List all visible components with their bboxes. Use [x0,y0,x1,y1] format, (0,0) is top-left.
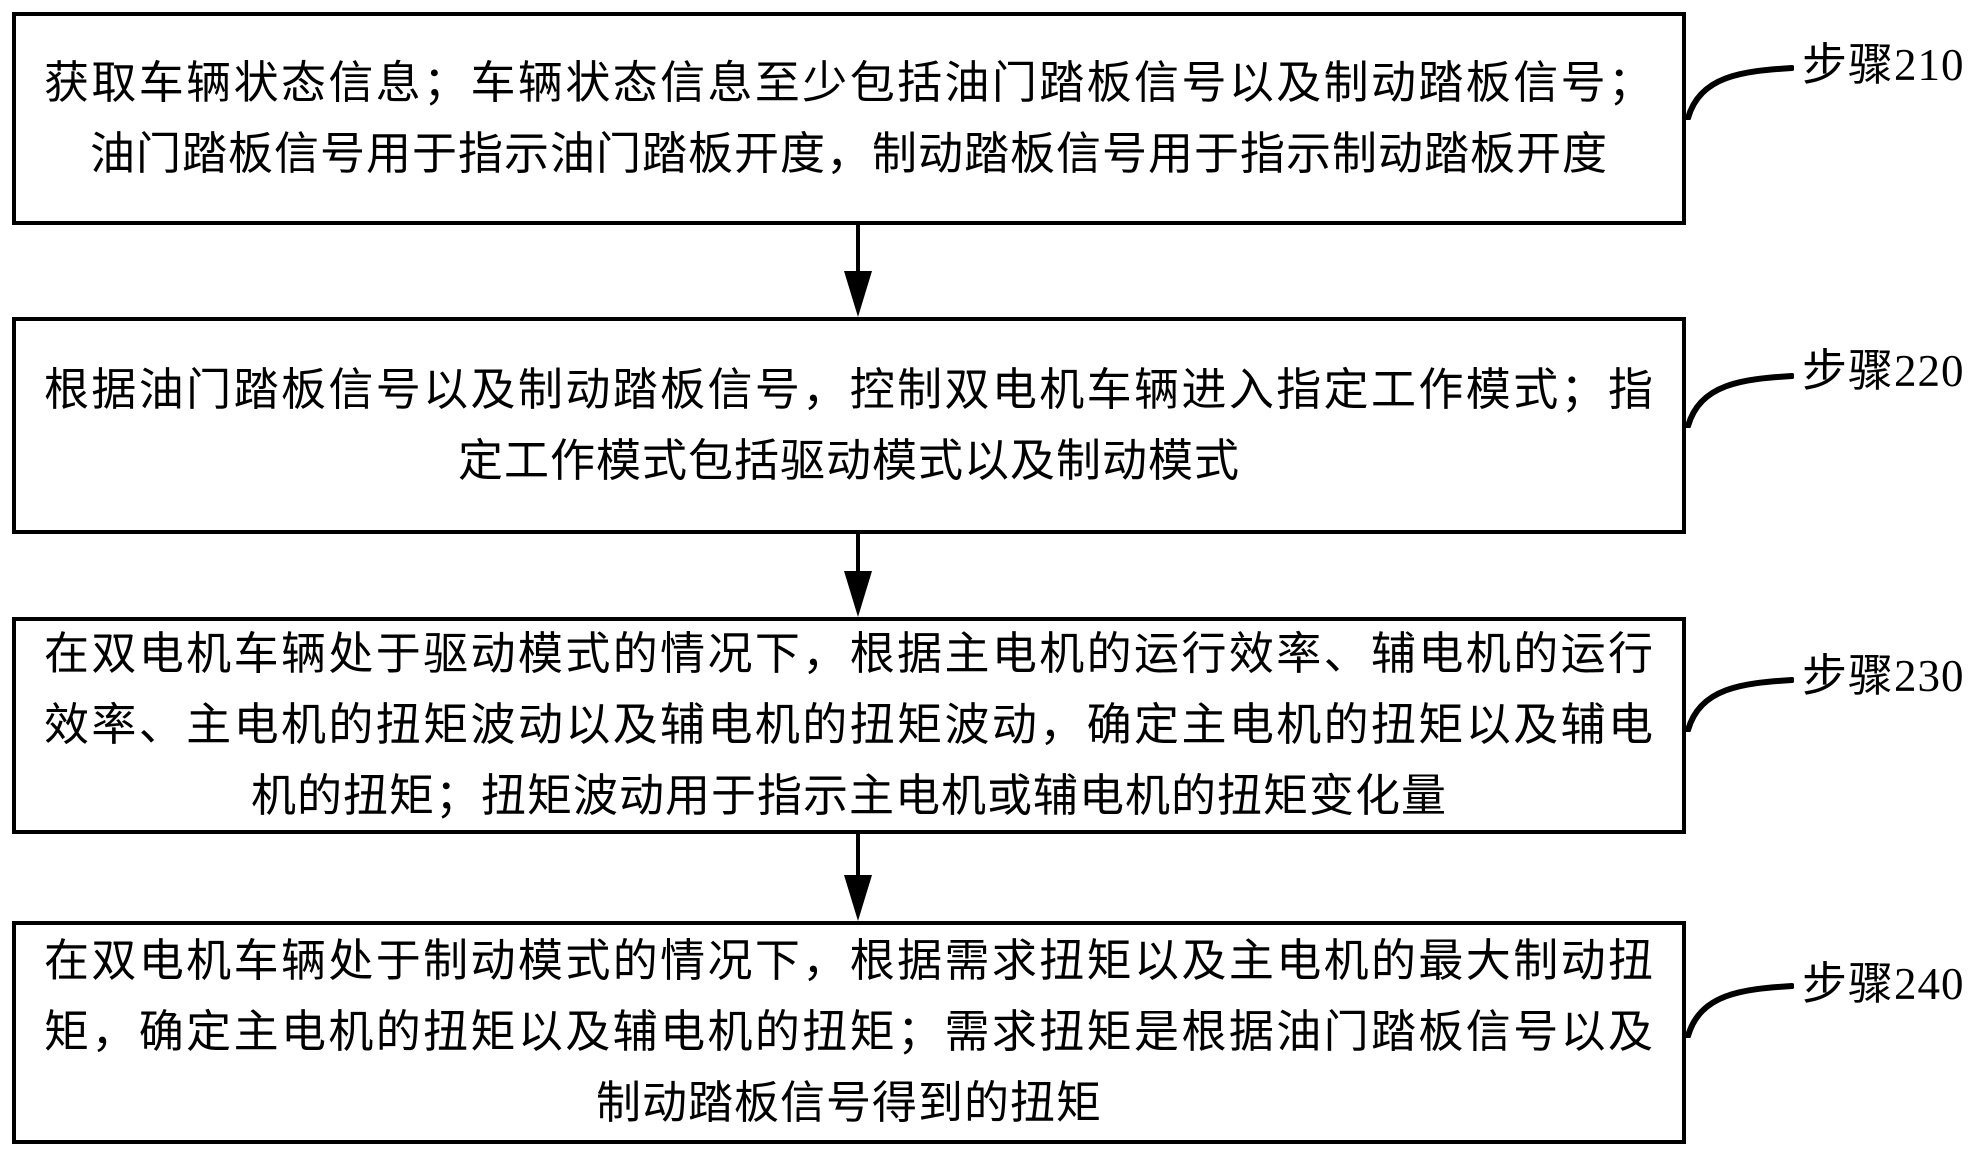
down-arrow-icon [856,534,860,572]
box-text-line: 效率、主电机的扭矩波动以及辅电机的扭矩波动，确定主电机的扭矩以及辅电 [44,700,1654,750]
box-text-line: 制动踏板信号得到的扭矩 [595,1078,1102,1128]
box-text-line: 在双电机车辆处于制动模式的情况下，根据需求扭矩以及主电机的最大制动扭 [44,936,1654,986]
step-label-230: 步骤230 [1802,651,1965,701]
step-label-220: 步骤220 [1802,346,1965,396]
process-box-step-210: 获取车辆状态信息；车辆状态信息至少包括油门踏板信号以及制动踏板信号； 油门踏板信… [12,12,1686,225]
box-text-line: 根据油门踏板信号以及制动踏板信号，控制双电机车辆进入指定工作模式；指 [44,364,1654,415]
leader-curve-icon [1685,373,1794,428]
step-label-240: 步骤240 [1802,959,1965,1009]
down-arrow-icon [844,571,872,617]
box-text-line: 获取车辆状态信息；车辆状态信息至少包括油门踏板信号以及制动踏板信号； [44,57,1654,108]
process-box-step-220: 根据油门踏板信号以及制动踏板信号，控制双电机车辆进入指定工作模式；指 定工作模式… [12,317,1686,534]
down-arrow-icon [844,875,872,921]
box-text-line: 矩，确定主电机的扭矩以及辅电机的扭矩；需求扭矩是根据油门踏板信号以及 [44,1007,1654,1057]
leader-curve-icon [1685,983,1794,1038]
box-text-line: 机的扭矩；扭矩波动用于指示主电机或辅电机的扭矩变化量 [250,771,1447,821]
leader-curve-icon [1685,677,1794,732]
box-text-line: 定工作模式包括驱动模式以及制动模式 [457,435,1240,486]
down-arrow-icon [856,834,860,876]
box-text-line: 油门踏板信号用于指示油门踏板开度，制动踏板信号用于指示制动踏板开度 [89,128,1608,179]
process-box-step-240: 在双电机车辆处于制动模式的情况下，根据需求扭矩以及主电机的最大制动扭 矩，确定主… [12,921,1686,1144]
down-arrow-icon [844,271,872,317]
step-label-210: 步骤210 [1802,40,1965,90]
down-arrow-icon [856,224,860,272]
process-box-step-230: 在双电机车辆处于驱动模式的情况下，根据主电机的运行效率、辅电机的运行 效率、主电… [12,617,1686,834]
box-text-line: 在双电机车辆处于驱动模式的情况下，根据主电机的运行效率、辅电机的运行 [44,629,1654,679]
leader-curve-icon [1685,65,1794,120]
